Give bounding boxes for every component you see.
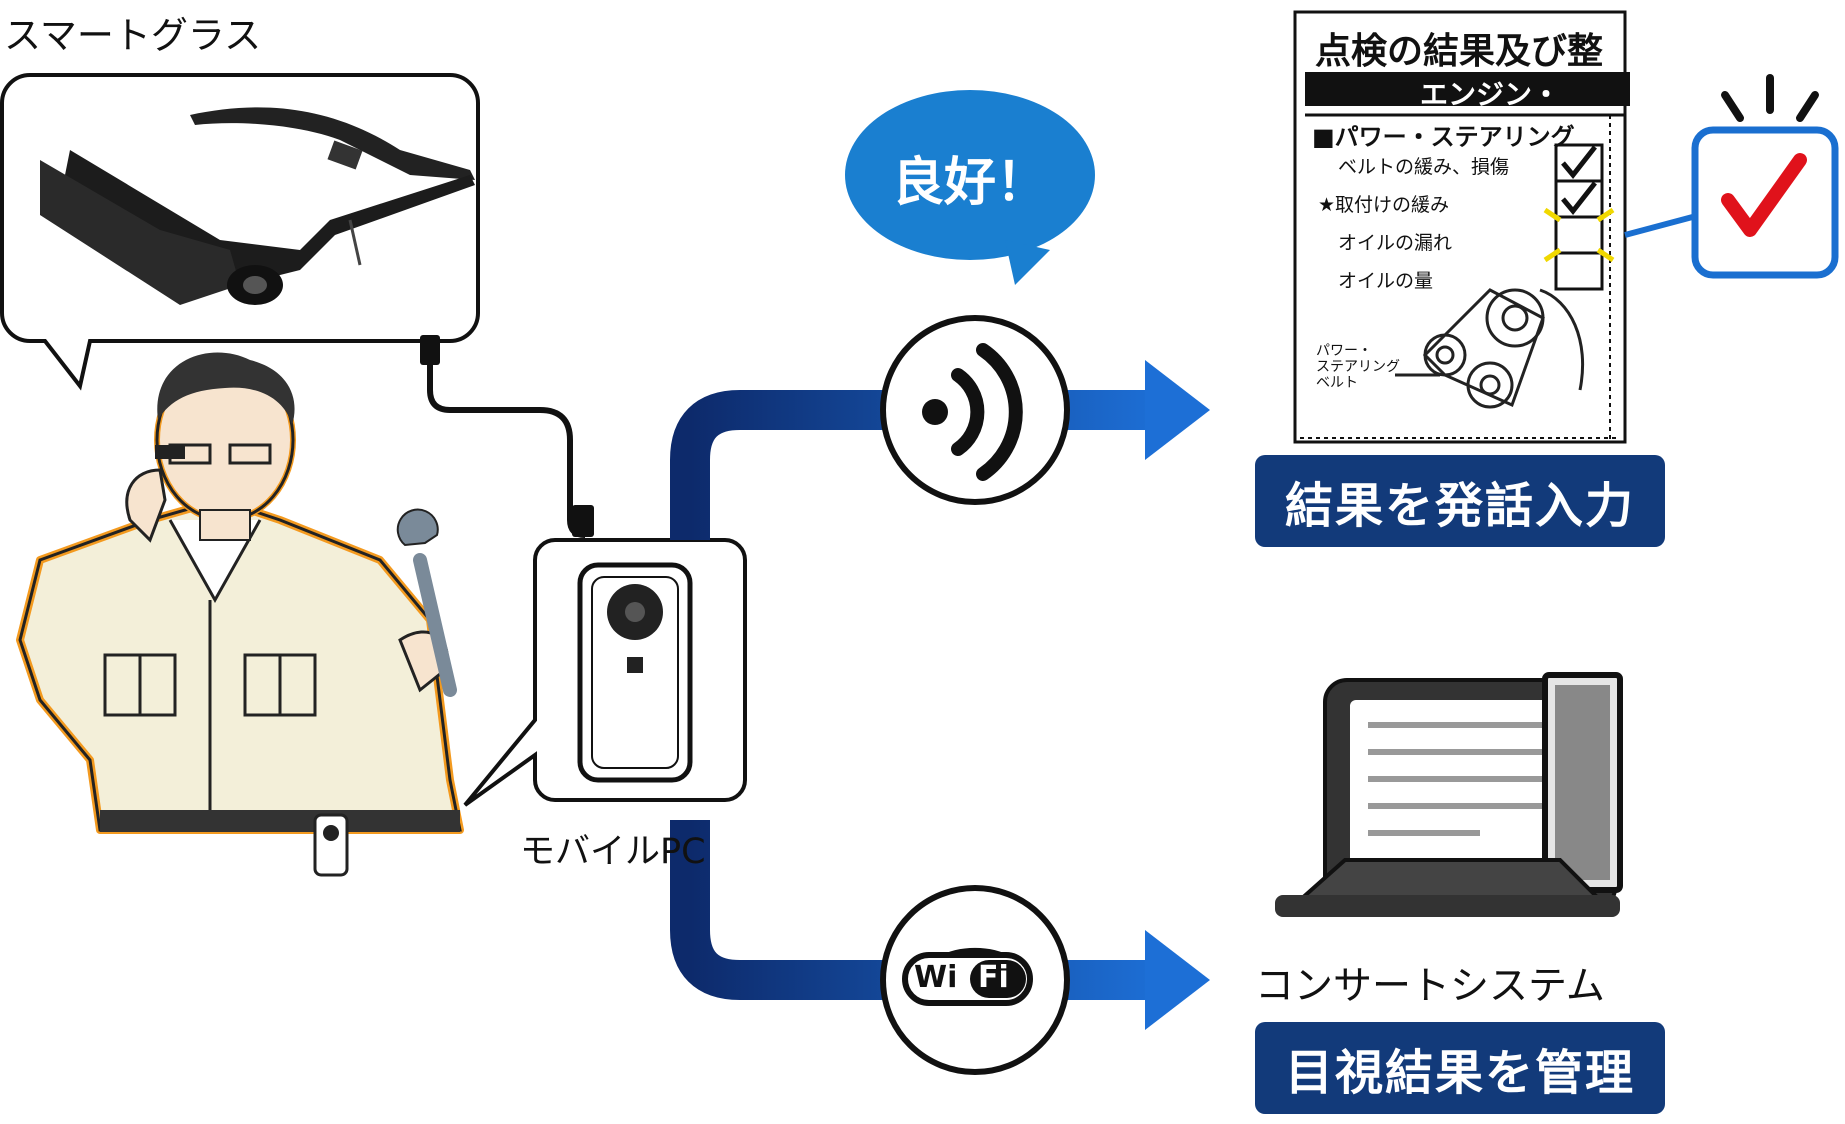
wifi-text-left: Wi: [914, 960, 958, 995]
voice-arrow: [670, 360, 1210, 540]
checklist-section: ■パワー・ステアリング: [1312, 123, 1575, 151]
checklist-item: ベルトの緩み、損傷: [1338, 156, 1510, 178]
desktop-computer-icon: [1275, 672, 1623, 917]
diagram-label-line: ステアリング: [1316, 359, 1400, 375]
voice-input-badge: 結果を発話入力: [1255, 455, 1665, 547]
checklist-diagram-label: パワー・ ステアリング ベルト: [1316, 343, 1400, 391]
inspection-checklist: [1293, 10, 1630, 444]
mobile-pc-device-icon: [577, 562, 693, 783]
visual-management-badge: 目視結果を管理: [1255, 1022, 1665, 1114]
checkmark-callout: [1624, 74, 1839, 279]
checklist-title: 点検の結果及び整: [1315, 31, 1604, 72]
checklist-header: エンジン・: [1420, 78, 1561, 111]
glasses-cable: [420, 335, 594, 538]
checklist-item: ★取付けの緩み: [1318, 194, 1450, 216]
checklist-item: オイルの量: [1338, 270, 1434, 292]
consert-system-label: コンサートシステム: [1255, 964, 1605, 1009]
diagram-label-line: パワー・: [1316, 343, 1372, 359]
mobile-pc-label: モバイルPC: [520, 832, 706, 872]
diagram-label-line: ベルト: [1316, 375, 1358, 391]
smart-glasses-label: スマートグラス: [4, 14, 262, 57]
voice-signal-icon: [880, 315, 1070, 505]
checklist-item: オイルの漏れ: [1338, 232, 1453, 254]
wifi-icon: [880, 885, 1070, 1075]
wifi-text-right: Fi: [978, 960, 1009, 995]
good-speech-text: 良好！: [891, 153, 1048, 213]
worker-illustration-icon: [16, 352, 464, 877]
smart-glasses-icon: [40, 107, 475, 305]
wifi-arrow: [670, 820, 1210, 1030]
good-speech-bubble: [845, 90, 1095, 285]
